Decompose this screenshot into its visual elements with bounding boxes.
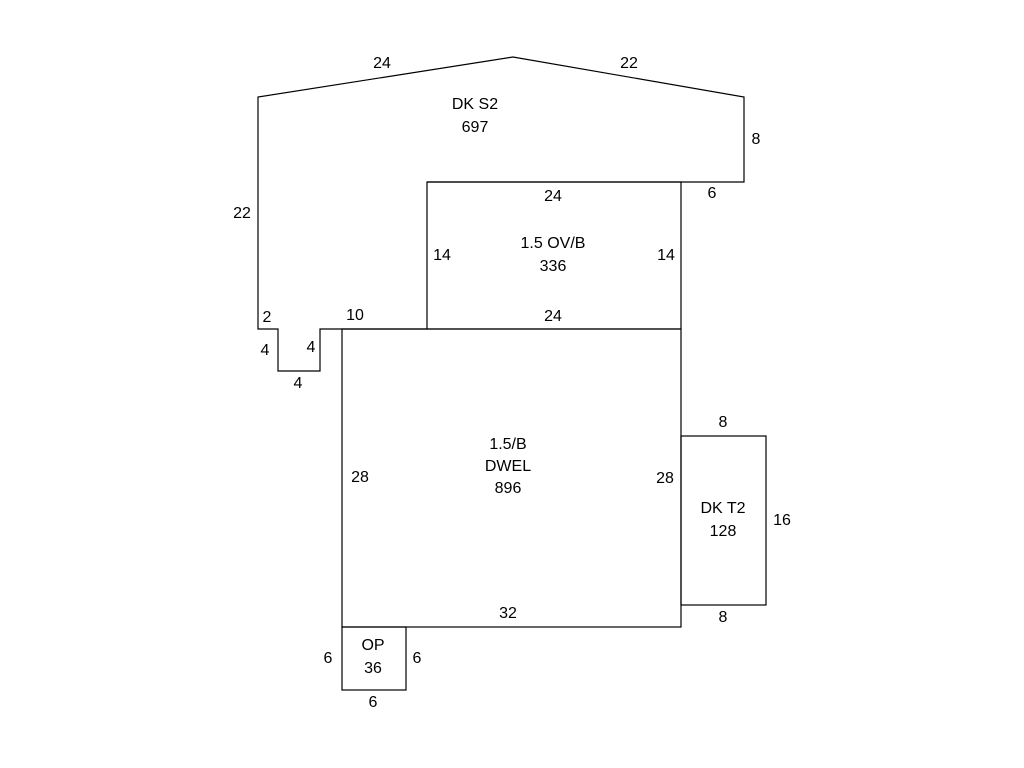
dim-dk-s2-left: 22 (233, 205, 251, 222)
dim-dk-s2-right: 8 (752, 131, 761, 148)
dim-ov-left: 14 (433, 247, 451, 264)
dim-ov-bottom: 24 (544, 308, 562, 325)
dim-op-right: 6 (413, 650, 422, 667)
dim-op-bottom: 6 (369, 694, 378, 711)
dim-ov-right: 14 (657, 247, 675, 264)
dim-ov-top: 24 (544, 188, 562, 205)
dwel-label-line2: DWEL (485, 458, 531, 475)
dim-notch-bottom: 4 (294, 375, 303, 392)
ov-b-label: 1.5 OV/B (521, 235, 586, 252)
dk-s2-outline (257, 56, 745, 372)
dim-dk-s2-roof-right: 22 (620, 55, 638, 72)
dim-op-left: 6 (324, 650, 333, 667)
dim-dk-s2-bottom-mid: 10 (346, 307, 364, 324)
dim-dk-s2-roof-left: 24 (373, 55, 391, 72)
dim-dwel-left: 28 (351, 469, 369, 486)
dim-dwel-bottom: 32 (499, 605, 517, 622)
dk-t2-label: DK T2 (700, 500, 745, 517)
dim-dwel-right: 28 (656, 470, 674, 487)
dim-dk-s2-bottom-left: 2 (263, 309, 272, 326)
dim-dk-s2-step: 6 (708, 185, 717, 202)
op-outline (341, 626, 407, 691)
dwel-label-line1: 1.5/B (489, 436, 526, 453)
dk-s2-label: DK S2 (452, 96, 498, 113)
dk-t2-outline (680, 435, 767, 606)
dim-dk-t2-right: 16 (773, 512, 791, 529)
dk-t2-area: 128 (710, 523, 737, 540)
dim-notch-left: 4 (261, 342, 270, 359)
dim-dk-t2-top: 8 (719, 414, 728, 431)
op-label: OP (361, 637, 384, 654)
op-area: 36 (364, 660, 382, 677)
dwel-outline (341, 328, 682, 628)
ov-b-area: 336 (540, 258, 567, 275)
dim-notch-right: 4 (307, 339, 316, 356)
dwel-area: 896 (495, 480, 522, 497)
dk-s2-area: 697 (462, 119, 489, 136)
dim-dk-t2-bottom: 8 (719, 609, 728, 626)
